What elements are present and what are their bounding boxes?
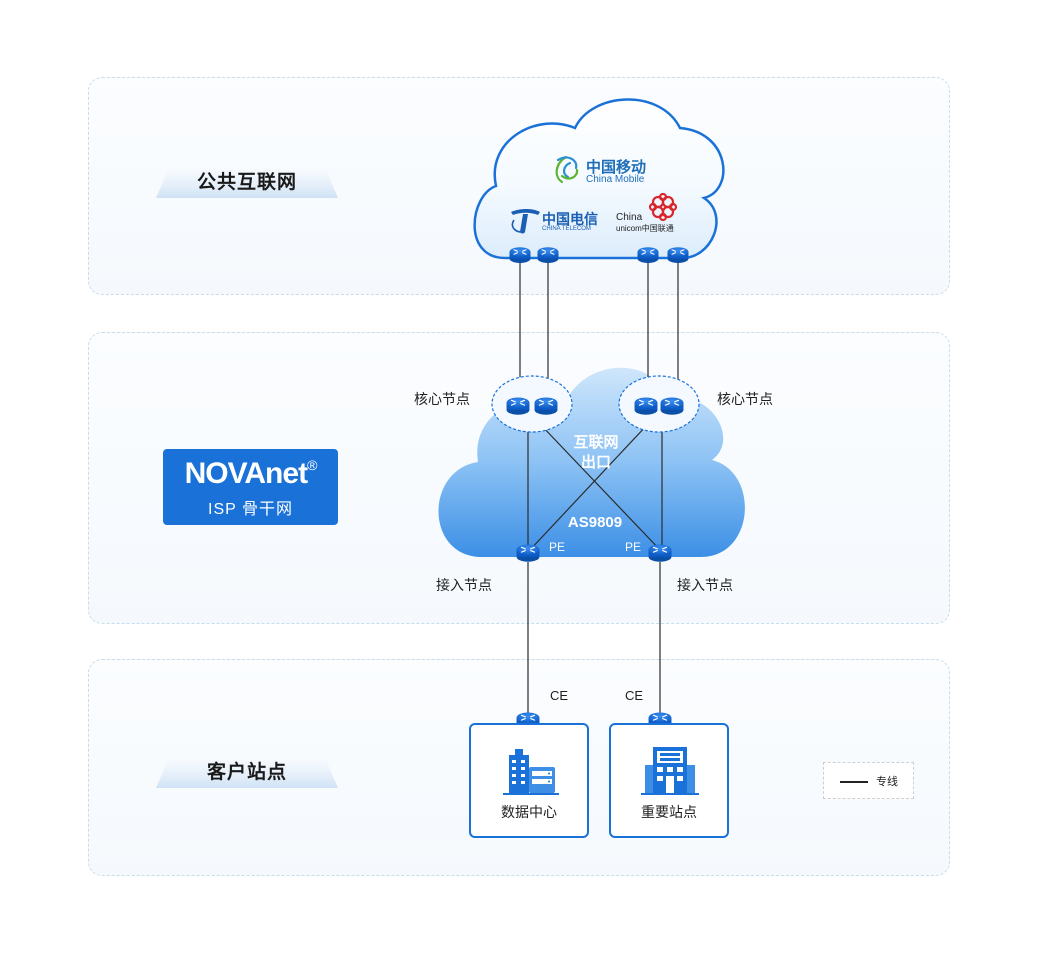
datacenter-icon [503,749,559,795]
core-node-left-label: 核心节点 [414,391,470,407]
brand-registered-mark: ® [307,457,317,473]
china-unicom-en: unicom中国联通 [616,224,674,233]
router-icon [636,246,660,264]
site-important-label: 重要站点 [641,804,697,820]
office-building-icon [641,747,699,795]
legend-dedicated-line-label: 专线 [876,776,898,788]
layer-label-internet: 公共互联网 [156,168,338,198]
china-telecom-en: CHINA TELECOM [542,226,591,232]
core-node-right-label: 核心节点 [717,391,773,407]
ce-right-label: CE [625,688,644,703]
line-cross-1 [539,423,663,553]
china-unicom-logo-icon [648,192,678,222]
brand-name: NOVAnet® [163,457,338,491]
layer-label-customer: 客户站点 [156,758,338,788]
router-icon [647,543,673,563]
router-icon [505,396,531,416]
core-node-left-circle [491,375,573,433]
brand-subtitle: ISP 骨干网 [208,501,293,518]
access-node-left-label: 接入节点 [436,577,492,593]
china-mobile-logo-icon [555,155,579,184]
brand-name-text: NOVAnet [184,457,308,490]
router-icon [536,246,560,264]
novanet-brand-box: NOVAnet® ISP 骨干网 [163,449,338,525]
china-telecom-cn: 中国电信 [542,211,598,227]
site-datacenter-label: 数据中心 [501,804,557,820]
core-node-right-circle [618,375,700,433]
router-icon [633,396,659,416]
as-number-label: AS9809 [567,514,623,531]
pe-left-label: PE [549,540,566,554]
site-important: 重要站点 [609,723,729,838]
china-telecom-logo-icon [511,209,540,234]
china-unicom-china: China [616,212,643,223]
china-mobile-cn: 中国移动 [586,159,647,176]
router-icon [515,543,541,563]
china-mobile-en: China Mobile [586,174,645,185]
internet-exit-label-1: 互联网 [573,434,619,451]
legend-line-sample [840,781,868,783]
router-icon [533,396,559,416]
site-datacenter: 数据中心 [469,723,589,838]
router-icon [666,246,690,264]
internet-exit-label-2: 出口 [580,454,611,471]
ce-left-label: CE [550,688,569,703]
router-icon [508,246,532,264]
access-node-right-label: 接入节点 [677,577,733,593]
line-cross-2 [527,423,649,553]
dedicated-lines [519,262,679,715]
router-icon [659,396,685,416]
legend: 专线 [823,762,914,799]
pe-right-label: PE [625,540,642,554]
